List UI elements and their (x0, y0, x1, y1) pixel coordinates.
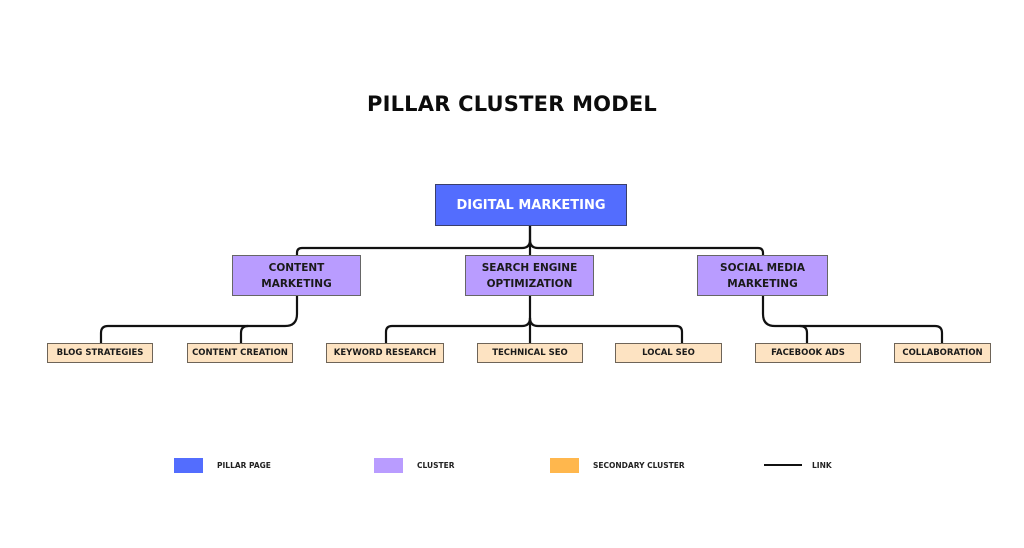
cluster-label: SOCIAL MEDIA MARKETING (720, 261, 805, 290)
link-seo-to-keyword (384, 294, 532, 346)
link-social-to-facebook (761, 294, 809, 346)
secondary-node-facebook-ads[interactable]: FACEBOOK ADS (755, 343, 861, 363)
legend-swatch-pillar (174, 457, 203, 473)
secondary-label: LOCAL SEO (642, 348, 695, 358)
cluster-node-social-media[interactable]: SOCIAL MEDIA MARKETING (697, 255, 828, 296)
secondary-node-technical-seo[interactable]: TECHNICAL SEO (477, 343, 583, 363)
secondary-label: FACEBOOK ADS (771, 348, 845, 358)
legend-label: SECONDARY CLUSTER (593, 460, 685, 470)
secondary-node-keyword-research[interactable]: KEYWORD RESEARCH (326, 343, 444, 363)
link-seo-to-local (528, 316, 684, 346)
legend-label: LINK (812, 460, 832, 470)
secondary-label: COLLABORATION (902, 348, 983, 358)
legend-item-secondary-cluster: SECONDARY CLUSTER (550, 457, 685, 473)
legend-item-pillar-page: PILLAR PAGE (174, 457, 271, 473)
cluster-label: CONTENT MARKETING (261, 261, 332, 290)
link-pillar-to-content-marketing (295, 224, 532, 258)
secondary-node-local-seo[interactable]: LOCAL SEO (615, 343, 722, 363)
cluster-node-content-marketing[interactable]: CONTENT MARKETING (232, 255, 361, 296)
diagram-title: PILLAR CLUSTER MODEL (367, 92, 657, 116)
cluster-node-seo[interactable]: SEARCH ENGINE OPTIMIZATION (465, 255, 594, 296)
legend-label: CLUSTER (417, 460, 455, 470)
secondary-label: TECHNICAL SEO (492, 348, 568, 358)
legend-label: PILLAR PAGE (217, 460, 271, 470)
link-content-marketing-to-blog (99, 294, 299, 346)
secondary-label: KEYWORD RESEARCH (333, 348, 437, 358)
legend-item-cluster: CLUSTER (374, 457, 455, 473)
secondary-node-content-creation[interactable]: CONTENT CREATION (187, 343, 293, 363)
link-content-marketing-to-creation (239, 324, 250, 346)
legend-item-link: LINK (764, 457, 832, 473)
secondary-node-collaboration[interactable]: COLLABORATION (894, 343, 991, 363)
cluster-label: SEARCH ENGINE OPTIMIZATION (481, 261, 578, 290)
legend-swatch-cluster (374, 457, 403, 473)
secondary-label: BLOG STRATEGIES (56, 348, 144, 358)
link-social-to-collaboration (798, 324, 944, 346)
legend-swatch-secondary (550, 457, 579, 473)
pillar-label: DIGITAL MARKETING (456, 197, 606, 213)
pillar-node[interactable]: DIGITAL MARKETING (435, 184, 627, 226)
secondary-node-blog-strategies[interactable]: BLOG STRATEGIES (47, 343, 153, 363)
secondary-label: CONTENT CREATION (192, 348, 288, 358)
link-pillar-to-social-media (528, 238, 765, 258)
legend-link-line (764, 464, 802, 466)
